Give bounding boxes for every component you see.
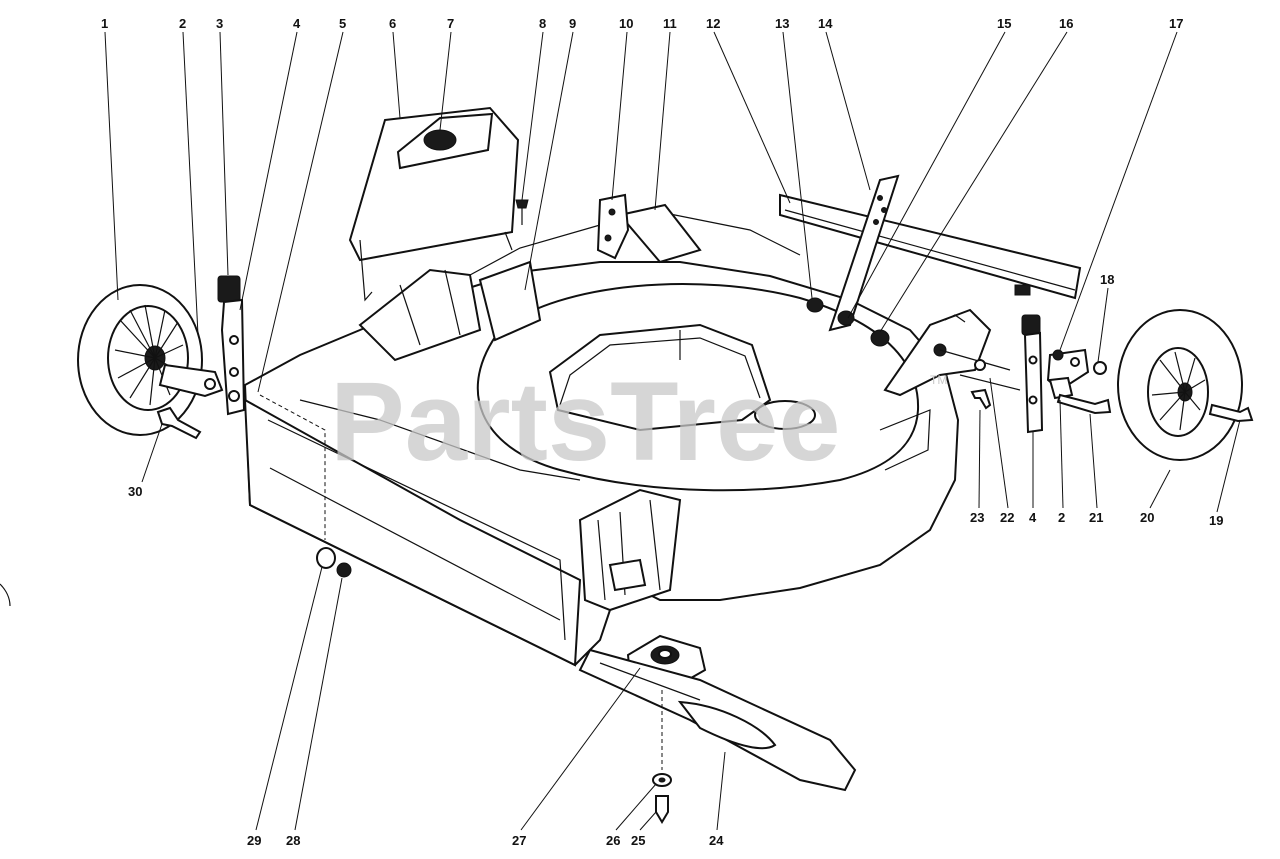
- callout-13: 13: [775, 16, 789, 31]
- callout-5: 5: [339, 16, 346, 31]
- callout-2: 2: [179, 16, 186, 31]
- handle-arm-14: [828, 174, 900, 332]
- wheel-bolt-30: [156, 406, 202, 440]
- callout-18: 18: [1100, 272, 1114, 287]
- callout-7: 7: [447, 16, 454, 31]
- callout-9: 9: [569, 16, 576, 31]
- edge-mark: [0, 583, 11, 607]
- callout-25: 25: [631, 833, 645, 848]
- wheel-bolt-19: [1208, 403, 1254, 423]
- callout-4-right: 4: [1029, 510, 1037, 525]
- callout-4: 4: [293, 16, 301, 31]
- screw-8: [515, 199, 529, 225]
- bracket-10: [596, 193, 630, 260]
- right-rear-wheel: [1117, 309, 1243, 461]
- callout-26: 26: [606, 833, 620, 848]
- callout-24: 24: [709, 833, 724, 848]
- callout-23: 23: [970, 510, 984, 525]
- nut-28: [336, 562, 352, 578]
- height-adjust-lever-left: [217, 275, 246, 416]
- callout-14: 14: [818, 16, 833, 31]
- watermark-text: PartsTree: [330, 359, 841, 484]
- callout-8: 8: [539, 16, 546, 31]
- height-adjust-bracket-right: [883, 308, 1044, 434]
- bushing-13: [806, 297, 824, 313]
- bolt-23: [970, 388, 992, 410]
- discharge-door: [348, 106, 520, 302]
- callout-21: 21: [1089, 510, 1103, 525]
- callout-6: 6: [389, 16, 396, 31]
- callout-20: 20: [1140, 510, 1154, 525]
- callout-10: 10: [619, 16, 633, 31]
- blade-bolt-washer: [652, 690, 672, 824]
- bushing-16: [870, 329, 890, 347]
- callout-16: 16: [1059, 16, 1073, 31]
- callout-12: 12: [706, 16, 720, 31]
- mower-blade: [578, 648, 857, 792]
- axle-bracket-right: [1046, 348, 1107, 400]
- callout-2-right: 2: [1058, 510, 1065, 525]
- callout-17: 17: [1169, 16, 1183, 31]
- callout-labels: 1 2 3 4 5 6 7 8 9 10 11 12 13 14 15 16 1…: [101, 16, 1223, 848]
- watermark-trademark: TM: [930, 373, 947, 387]
- left-rear-wheel: [77, 284, 224, 436]
- callout-30: 30: [128, 484, 142, 499]
- callout-28: 28: [286, 833, 300, 848]
- callout-3: 3: [216, 16, 223, 31]
- callout-19: 19: [1209, 513, 1223, 528]
- callout-15: 15: [997, 16, 1011, 31]
- bolt-21: [1056, 393, 1112, 415]
- callout-29: 29: [247, 833, 261, 848]
- callout-11: 11: [663, 16, 677, 31]
- mower-deck-housing: [243, 203, 960, 667]
- leader-lines: [104, 31, 1241, 831]
- callout-22: 22: [1000, 510, 1014, 525]
- callout-1: 1: [101, 16, 108, 31]
- callout-27: 27: [512, 833, 526, 848]
- rear-rail: [779, 193, 1082, 300]
- washer-29: [316, 547, 336, 569]
